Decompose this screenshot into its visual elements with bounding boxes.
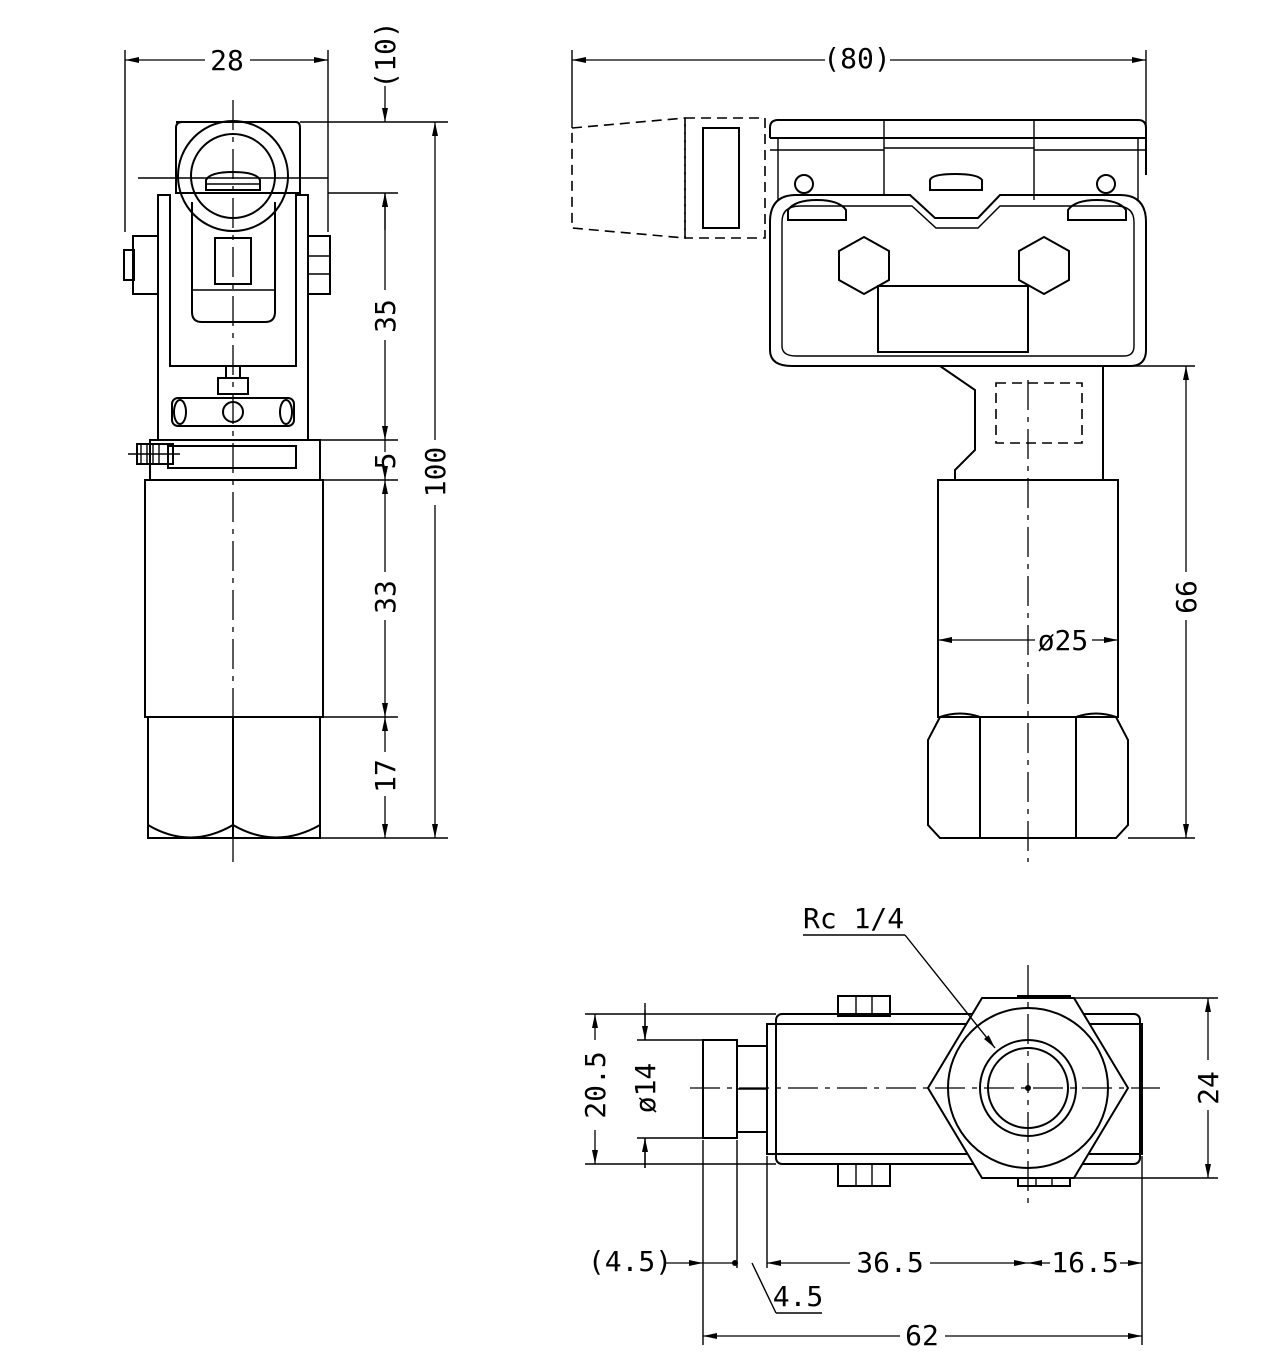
dim-20-5-label: 20.5 (579, 1051, 612, 1118)
dim-62-label: 62 (905, 1319, 939, 1352)
dim-dia-25-label: ø25 (1038, 624, 1089, 657)
dim-80-ref-label: (80) (823, 42, 890, 75)
dim-5-label: 5 (369, 453, 402, 470)
front-view: 28 (10) 35 5 33 17 100 (123, 21, 452, 862)
dim-100-label: 100 (419, 447, 452, 498)
dim-4-5-ref-label: (4.5) (588, 1245, 672, 1278)
thread-callout-label: Rc 1/4 (803, 902, 904, 935)
dim-10-ref-label: (10) (369, 21, 402, 88)
dim-28-label: 28 (210, 44, 244, 77)
dim-35-label: 35 (369, 299, 402, 333)
dim-36-5-label: 36.5 (856, 1246, 923, 1279)
dim-16-5-label: 16.5 (1051, 1246, 1118, 1279)
bottom-view: Rc 1/4 20.5 ø14 24 (4.5) (579, 902, 1225, 1352)
dim-dia-14-label: ø14 (629, 1063, 662, 1114)
dim-4-5-label: 4.5 (773, 1280, 824, 1313)
side-view: (80) ø25 66 (571, 42, 1203, 862)
dim-33-label: 33 (369, 580, 402, 614)
dim-17-label: 17 (369, 759, 402, 793)
dim-24-label: 24 (1192, 1071, 1225, 1105)
dim-66-label: 66 (1170, 580, 1203, 614)
